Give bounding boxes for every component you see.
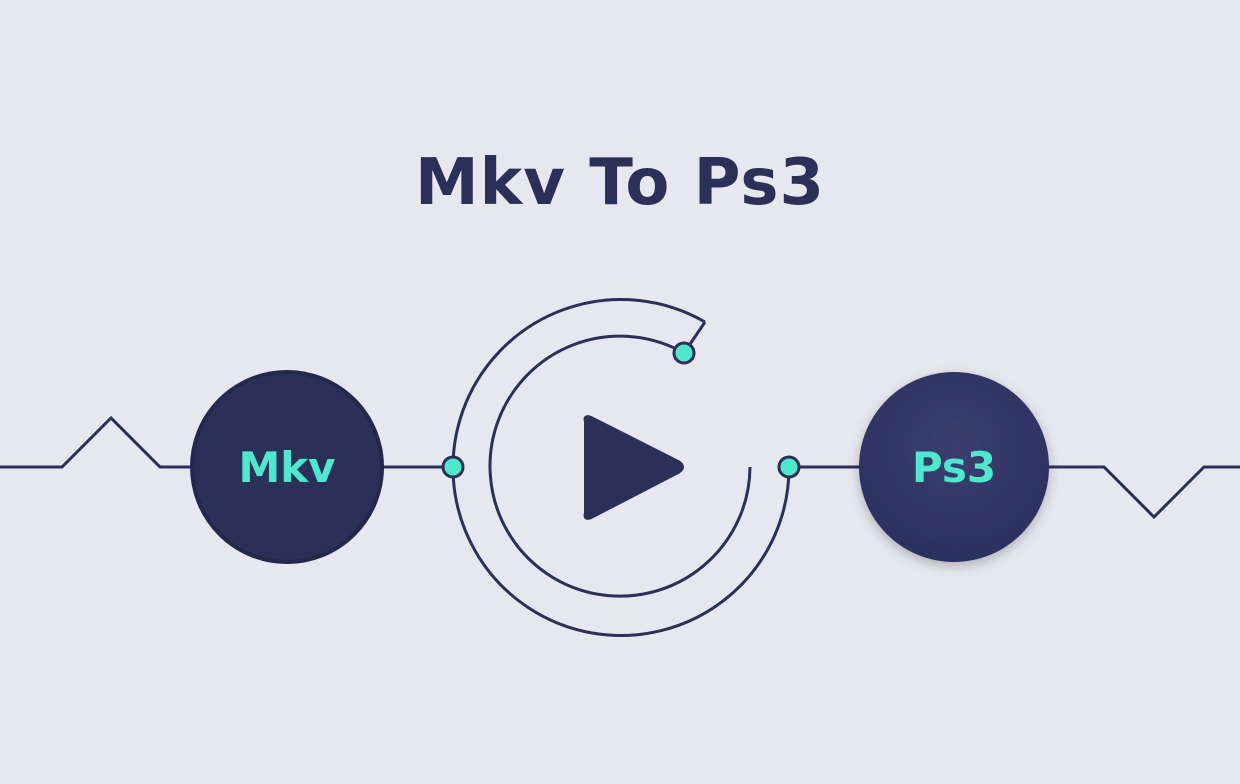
right-wave-line (1045, 465, 1240, 520)
play-icon[interactable] (583, 415, 684, 520)
target-format-label: Ps3 (912, 443, 996, 492)
node-dot-left (441, 455, 465, 479)
outer-ring (451, 298, 791, 637)
page-title: Mkv To Ps3 (414, 146, 826, 220)
target-format-node: Ps3 (859, 372, 1049, 562)
source-format-label: Mkv (238, 443, 335, 492)
node-dot-right (777, 455, 801, 479)
node-dot-top (672, 341, 696, 365)
inner-ring (488, 334, 752, 598)
source-format-node: Mkv (190, 370, 384, 564)
left-wave-line (0, 415, 200, 469)
